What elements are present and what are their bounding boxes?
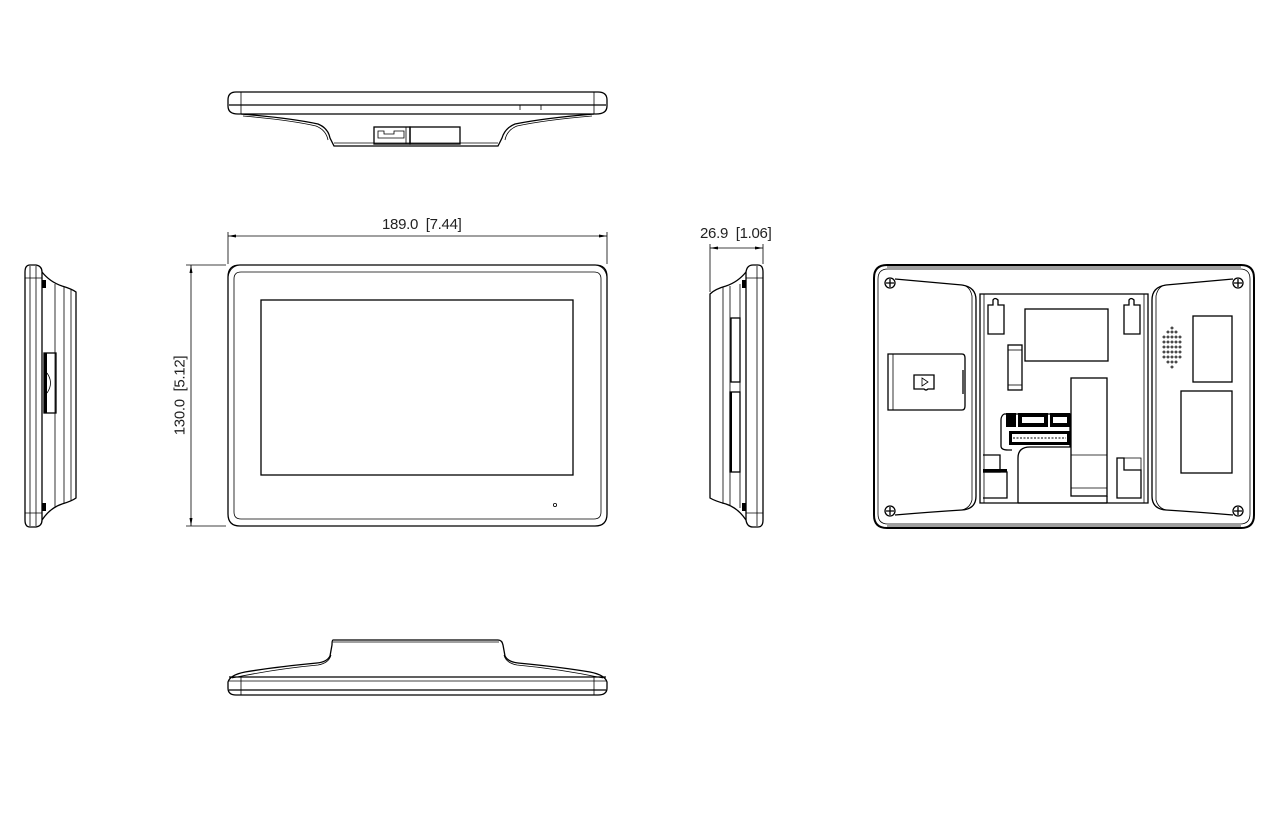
screw-icon bbox=[884, 277, 1244, 517]
height-dimension bbox=[186, 264, 226, 527]
sd-card-icon bbox=[913, 374, 935, 391]
right-side-view bbox=[709, 264, 764, 528]
speaker-grille-icon bbox=[1162, 326, 1182, 369]
width-dimension-label: 189.0 [7.44] bbox=[382, 216, 462, 233]
bottom-view bbox=[227, 639, 608, 696]
front-view bbox=[227, 264, 608, 527]
width-dimension bbox=[227, 232, 608, 264]
left-side-view bbox=[24, 264, 77, 528]
depth-dimension bbox=[709, 244, 764, 292]
back-view bbox=[873, 264, 1255, 529]
sensor-dot-icon bbox=[553, 502, 558, 507]
height-dimension-label: 130.0 [5.12] bbox=[171, 355, 189, 436]
depth-dimension-label: 26.9 [1.06] bbox=[700, 225, 772, 242]
top-view bbox=[227, 91, 608, 147]
